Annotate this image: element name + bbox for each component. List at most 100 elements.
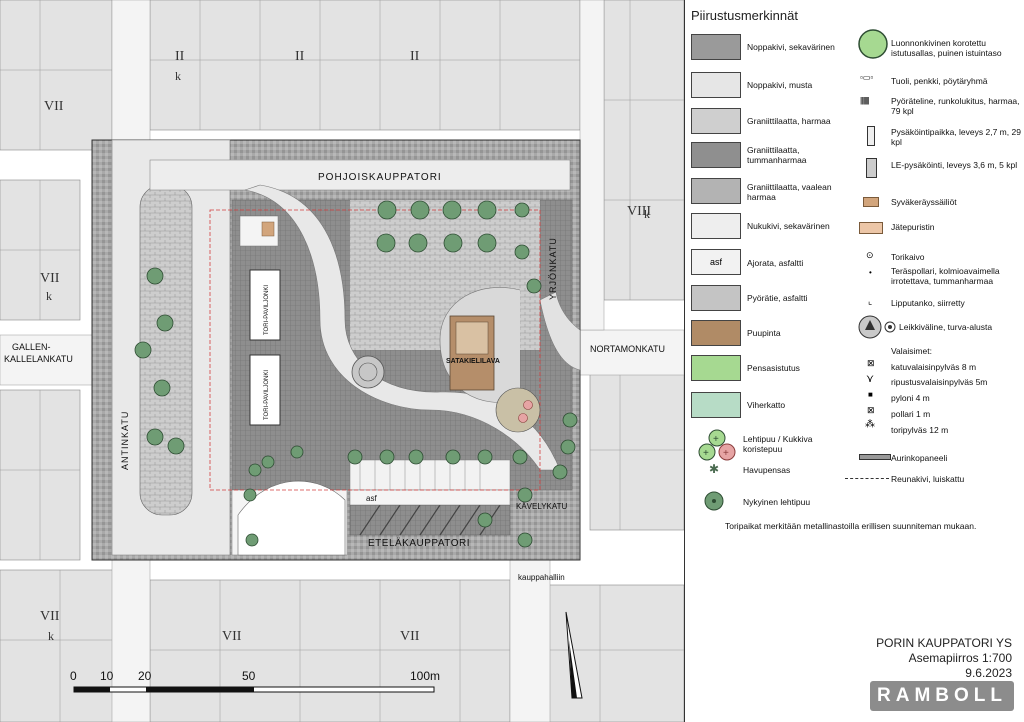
- legend-label: Noppakivi, musta: [747, 80, 813, 90]
- legend-label: Pysäköintipaikka, leveys 2,7 m, 29 kpl: [891, 127, 1021, 147]
- legend-label: Valaisimet:: [891, 346, 932, 356]
- scale-label-20: 20: [138, 669, 152, 683]
- building-label: II: [410, 49, 420, 64]
- label-gallen-2: KALLELANKATU: [4, 354, 73, 364]
- legend-swatch-pensasistutus: [691, 355, 741, 381]
- flagpole-icon: ⌞: [868, 296, 873, 306]
- deciduous-tree-icon: + + +: [698, 429, 736, 461]
- label-pavilion-2: TORI-PAVILJONKI: [264, 370, 270, 420]
- building-label-k: k: [46, 289, 52, 303]
- accessible-parking-icon: [866, 158, 877, 178]
- building-label: VII: [400, 629, 420, 644]
- raised-planter-icon: [858, 29, 888, 59]
- legend-label: Viherkatto: [747, 400, 786, 410]
- legend-title: Piirustusmerkinnät: [691, 8, 798, 23]
- label-pavilion-1: TORI-PAVILJONKI: [264, 285, 270, 335]
- building-label: VII: [40, 609, 60, 624]
- label-gallen-1: GALLEN-: [12, 342, 51, 352]
- legend-label: Reunakivi, luiskattu: [891, 474, 965, 484]
- legend-swatch-graniitti-tumma: [691, 142, 741, 168]
- label-satakielilava: SATAKIELILAVA: [446, 358, 500, 365]
- legend-label: Tuoli, penkki, pöytäryhmä: [891, 76, 988, 86]
- legend-label: Teräspollari, kolmioavaimella irrotettav…: [891, 266, 1000, 286]
- legend-label: Pyöräteline, runkolukitus, harmaa, 79 kp…: [891, 96, 1020, 116]
- legend-label: pyloni 4 m: [891, 393, 930, 403]
- legend-label: ripustusvalaisinpylväs 5m: [891, 377, 988, 387]
- legend-note: Toripaikat merkitään metallinastoilla er…: [725, 521, 977, 531]
- legend-label: Lehtipuu / Kukkiva koristepuu: [743, 434, 813, 454]
- bike-rack-icon: ||||||||: [860, 96, 870, 105]
- legend-label: Graniittilaatta, harmaa: [747, 116, 831, 126]
- legend-swatch-ajorata: asf: [691, 249, 741, 275]
- building-label-k: k: [175, 69, 181, 83]
- square-pole-icon: ⁂: [865, 419, 875, 430]
- legend-label: Luonnonkivinen korotettu istutusallas, p…: [891, 38, 1002, 58]
- legend-label: Syväkeräyssäiliöt: [891, 197, 957, 207]
- legend-label: Ajorata, asfaltti: [747, 258, 804, 268]
- site-plan-map: POHJOISKAUPPATORI ETELÄKAUPPATORI YRJÖNK…: [0, 0, 684, 722]
- legend-label: Leikkiväline, turva-alusta: [899, 322, 993, 332]
- legend-label: Aurinkopaneeli: [891, 453, 948, 463]
- legend-label: Nukukivi, sekavärinen: [747, 221, 830, 231]
- trees: [134, 200, 578, 548]
- scale-label-10: 10: [100, 669, 114, 683]
- legend-label: LE-pysäköinti, leveys 3,6 m, 5 kpl: [891, 160, 1018, 170]
- waste-container-icon: [863, 197, 879, 207]
- legend-swatch-viherkatto: [691, 392, 741, 418]
- building-label: VII: [44, 99, 64, 114]
- label-antinkatu: ANTINKATU: [120, 411, 130, 470]
- building-label: VII: [40, 271, 60, 286]
- legend-label: Pensasistutus: [747, 363, 800, 373]
- legend-label: Puupinta: [747, 328, 781, 338]
- legend-label: Pyörätie, asfaltti: [747, 293, 808, 303]
- legend-label: Havupensas: [743, 465, 791, 475]
- label-asf: asf: [366, 494, 377, 503]
- building-label: II: [175, 49, 185, 64]
- legend-swatch-pyoratie: [691, 285, 741, 311]
- label-etelakauppatori: ETELÄKAUPPATORI: [368, 537, 470, 549]
- building-label: VII: [222, 629, 242, 644]
- compactor-icon: [859, 222, 883, 234]
- parking-space-icon: [867, 126, 875, 146]
- bollard-icon: •: [869, 268, 872, 277]
- svg-text:+: +: [723, 448, 729, 459]
- scale-label-100m: 100m: [410, 669, 440, 683]
- legend-label: Jätepuristin: [891, 222, 935, 232]
- legend-label: Noppakivi, sekavärinen: [747, 42, 835, 52]
- pylon-icon: ■: [868, 390, 873, 399]
- legend-label: pollari 1 m: [891, 409, 931, 419]
- building-label: VIII: [627, 204, 651, 219]
- legend-swatch-nukukivi: [691, 213, 741, 239]
- bollard-light-icon: ⊠: [867, 405, 875, 415]
- well-icon: ⊙: [866, 250, 874, 260]
- legend-label: Lipputanko, siirretty: [891, 298, 965, 308]
- legend-swatch-noppakivi-sekavarinen: [691, 34, 741, 60]
- existing-tree-icon: [704, 491, 724, 511]
- plan-date: 9.6.2023: [965, 666, 1012, 680]
- legend-panel: Piirustusmerkinnät Noppakivi, sekavärine…: [684, 0, 1024, 722]
- legend-label: toripylväs 12 m: [891, 425, 949, 435]
- scale-label-0: 0: [70, 669, 77, 683]
- legend-label: Torikaivo: [891, 252, 925, 262]
- building-label-k: k: [644, 207, 650, 221]
- scale-bar: 0 10 20 50 100m: [70, 669, 440, 693]
- playground-icon: [858, 315, 896, 339]
- legend-swatch-graniitti-harmaa: [691, 108, 741, 134]
- building-label: II: [295, 49, 305, 64]
- solar-panel-icon: [859, 454, 891, 460]
- label-yrjonkatu: YRJÖNKATU: [548, 237, 558, 300]
- legend-label: Graniittilaatta, vaalean harmaa: [747, 182, 832, 202]
- legend-label: Graniittilaatta, tummanharmaa: [747, 145, 807, 165]
- conifer-shrub-icon: ✱: [709, 462, 720, 476]
- plan-subtitle: Asemapiirros 1:700: [908, 651, 1012, 665]
- company-logo: RAMBOLL: [870, 681, 1014, 711]
- building-label-k: k: [48, 629, 54, 643]
- label-pohjoiskauppatori: POHJOISKAUPPATORI: [318, 172, 442, 183]
- plan-title: PORIN KAUPPATORI YS: [876, 636, 1012, 650]
- legend-swatch-noppakivi-musta: [691, 72, 741, 98]
- label-nortamonkatu: NORTAMONKATU: [590, 344, 665, 354]
- scale-label-50: 50: [242, 669, 256, 683]
- label-kavelykatu: KÄVELYKATU: [516, 502, 568, 511]
- legend-swatch-graniitti-vaalea: [691, 178, 741, 204]
- hanging-light-icon: ⋎: [866, 373, 875, 385]
